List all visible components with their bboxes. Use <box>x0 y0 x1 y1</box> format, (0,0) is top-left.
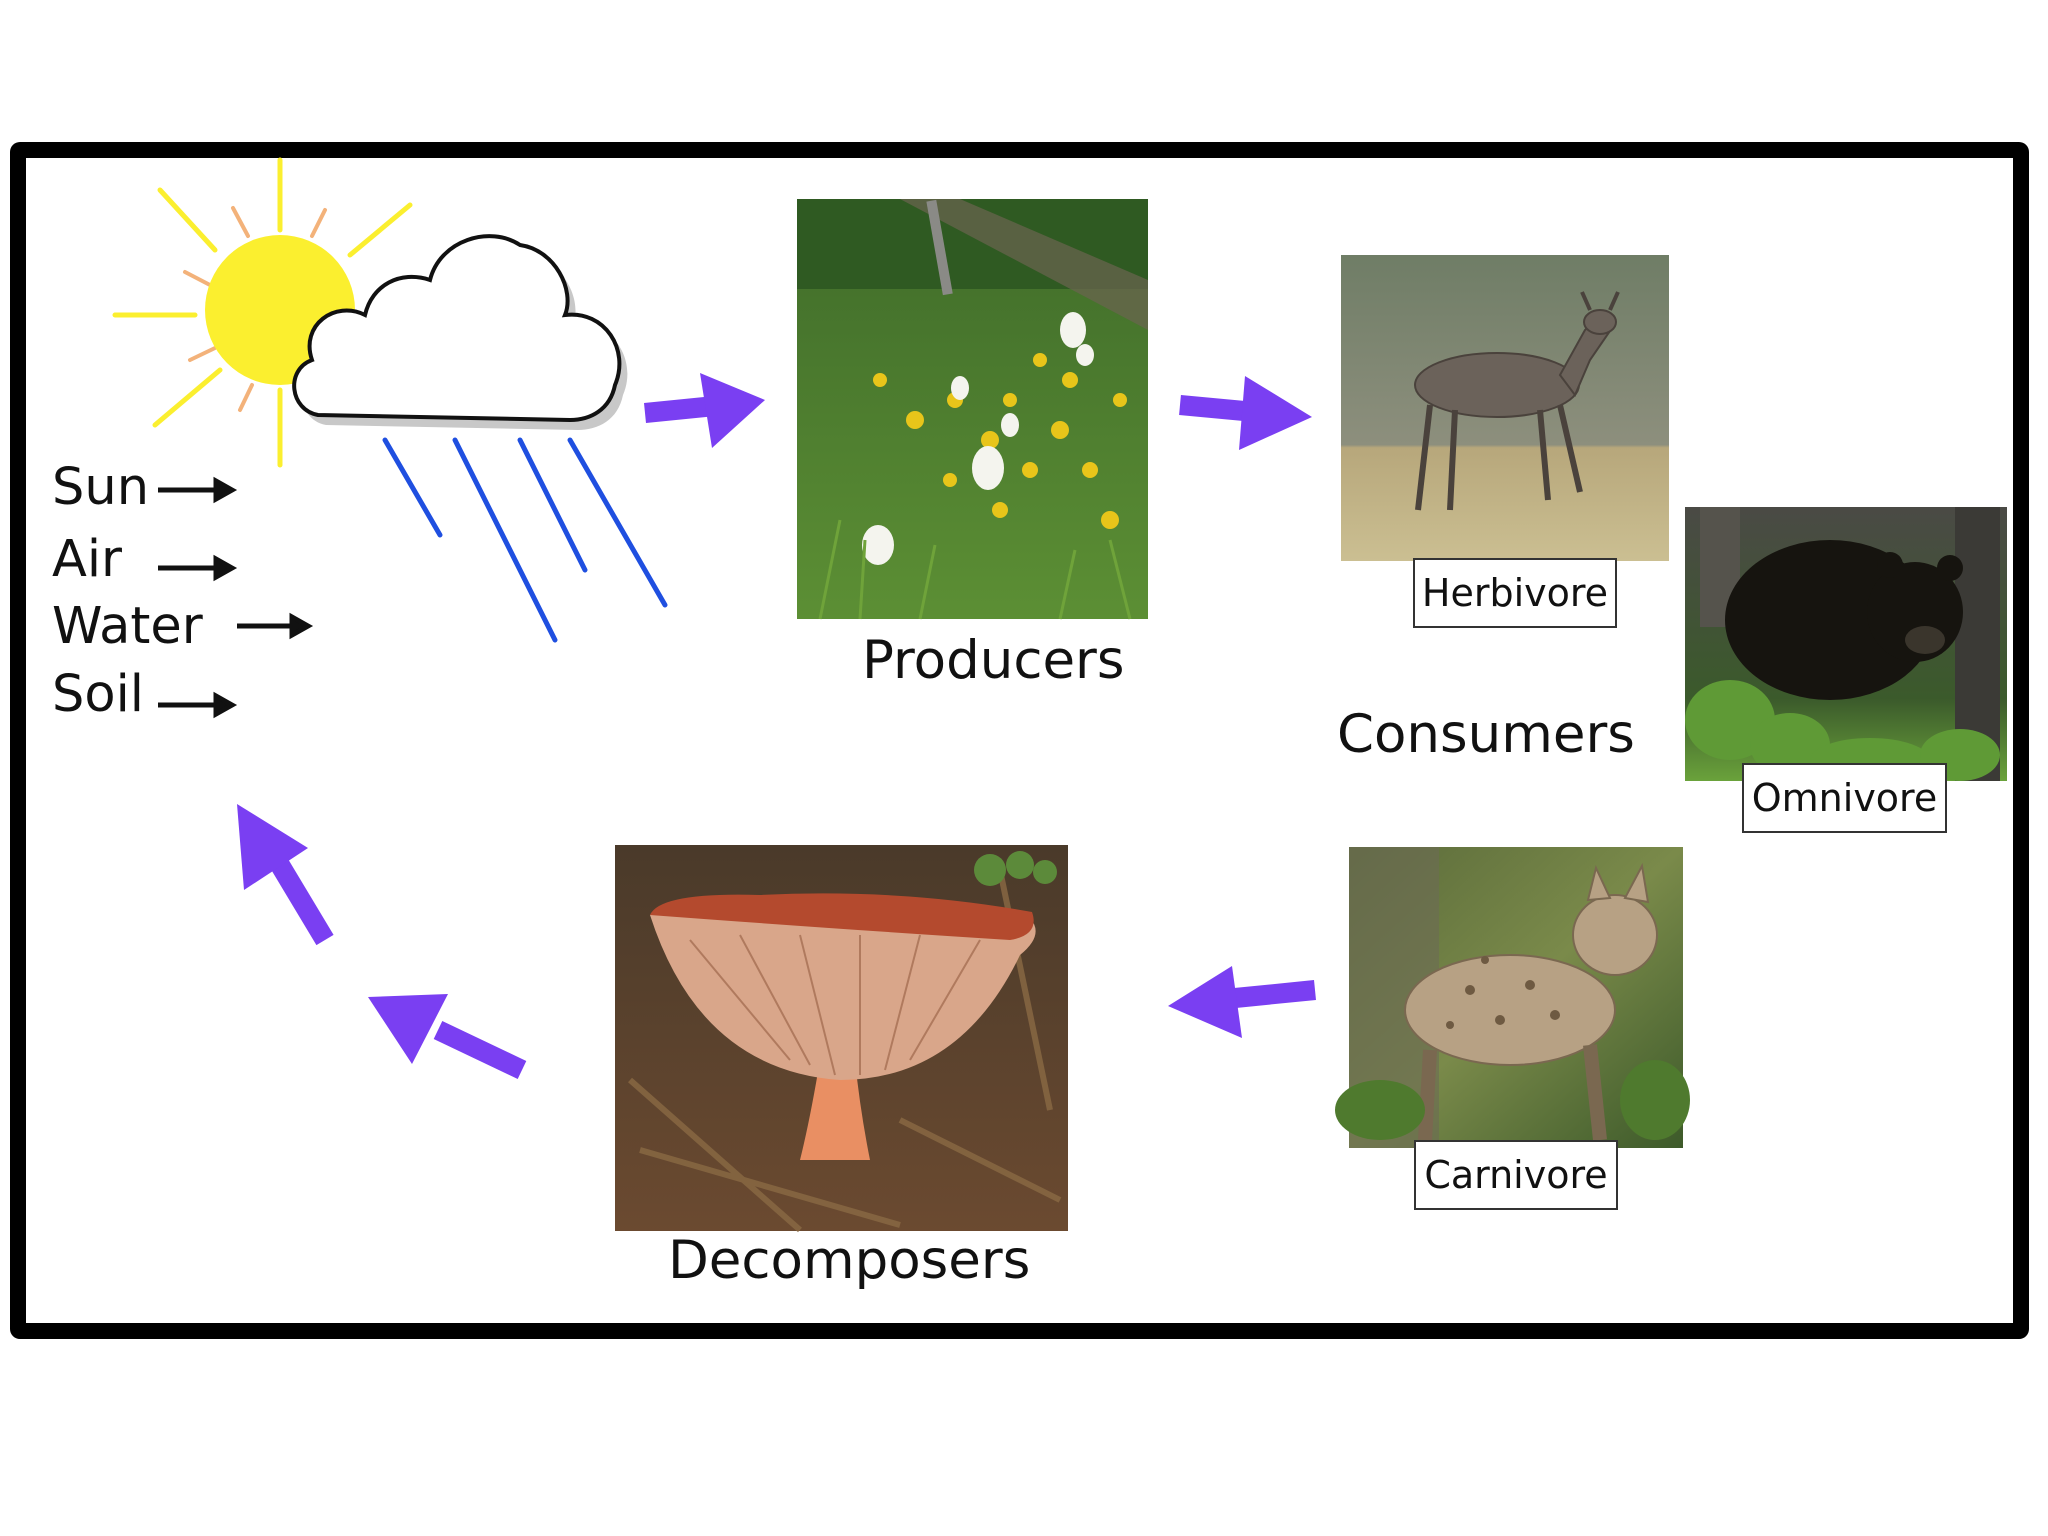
producers-photo <box>797 199 1148 620</box>
input-soil-label: Soil <box>52 665 144 724</box>
decomposers-label: Decomposers <box>668 1230 1031 1291</box>
decomposers-photo <box>615 845 1068 1233</box>
omnivore-photo <box>1685 507 2007 782</box>
herbivore-tag: Herbivore <box>1413 558 1617 628</box>
consumers-label: Consumers <box>1337 704 1635 765</box>
producers-label: Producers <box>862 630 1125 691</box>
input-air-label: Air <box>52 530 123 589</box>
arrow-to-decomposers-icon <box>1168 966 1316 1038</box>
deer-icon <box>1414 291 1620 511</box>
sun-icon <box>112 157 413 468</box>
carnivore-photo <box>1335 847 1690 1148</box>
bobcat-icon <box>1404 862 1658 1141</box>
carnivore-tag: Carnivore <box>1414 1140 1618 1210</box>
mushroom-icon <box>650 893 1036 1160</box>
input-arrows <box>158 476 314 719</box>
arrow-to-inputs-icon <box>237 804 334 946</box>
arrow-decomposers-to-soil-icon <box>368 994 527 1080</box>
input-sun-label: Sun <box>52 458 150 517</box>
arrow-to-producers-icon <box>644 373 765 448</box>
cloud-icon <box>292 234 628 430</box>
flow-arrows <box>237 373 1316 1080</box>
arrow-to-consumers-icon <box>1179 376 1312 450</box>
herbivore-photo <box>1341 255 1669 561</box>
input-water-label: Water <box>52 597 203 656</box>
bear-icon <box>1725 540 1963 700</box>
rain-icon <box>382 437 668 643</box>
omnivore-tag: Omnivore <box>1742 763 1947 833</box>
